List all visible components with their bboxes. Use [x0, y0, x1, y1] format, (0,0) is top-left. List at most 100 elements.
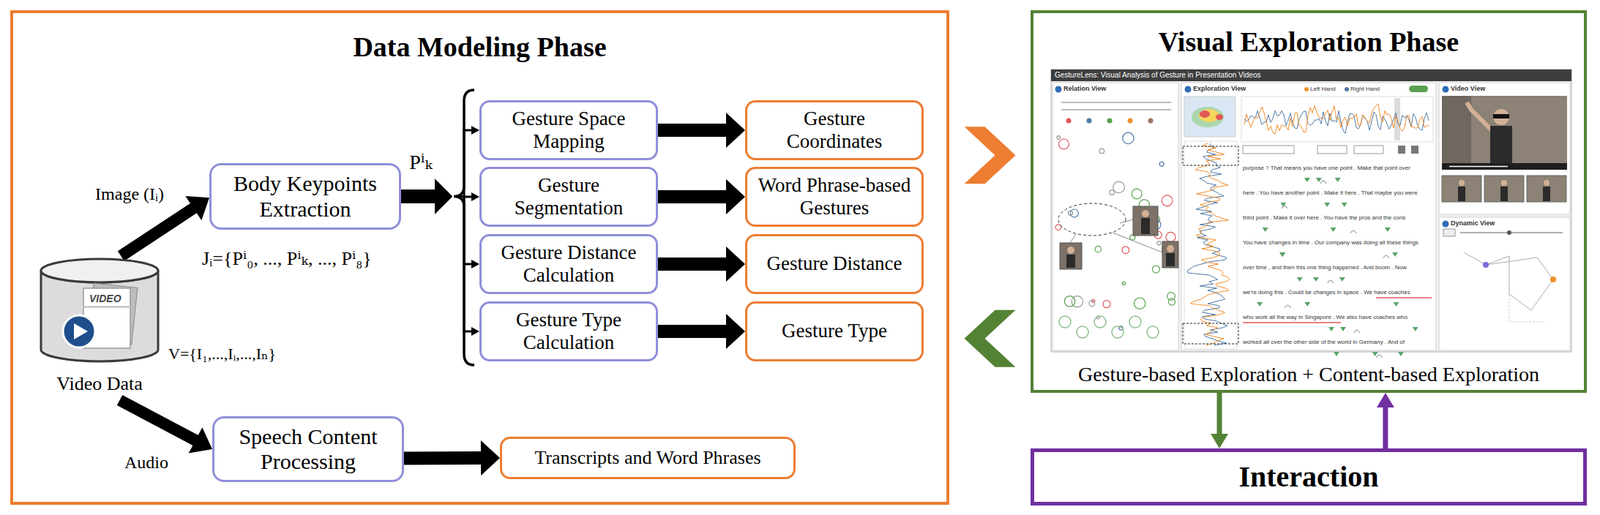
transcript-line: third point . Make it over here . You ha…	[1242, 215, 1406, 222]
video-thumbnail	[1526, 175, 1567, 203]
gesture-marker	[1412, 327, 1419, 332]
gesture-glyph	[1094, 316, 1106, 328]
block-arrow	[658, 313, 746, 350]
scatter-glyph	[1152, 265, 1160, 274]
trajectory-line	[1509, 294, 1545, 323]
person-head	[1141, 210, 1150, 218]
video-thumbnail	[1484, 175, 1524, 203]
play-triangle	[73, 323, 88, 340]
block-arrow	[1210, 393, 1229, 449]
person-arm	[1466, 102, 1494, 132]
progress-line	[1449, 166, 1508, 168]
slider-thumb	[1507, 230, 1512, 235]
person-head	[1166, 245, 1175, 253]
view-panel	[1438, 217, 1570, 351]
person-head	[1067, 246, 1075, 254]
video-controls	[1441, 163, 1568, 170]
view-title: Dynamic View	[1450, 220, 1495, 228]
hand-icon	[1281, 205, 1288, 209]
legend-label: Right Hand	[1350, 86, 1380, 93]
scatter-glyph	[1064, 296, 1075, 307]
transcript-line: here . You have another point . Make it …	[1242, 190, 1418, 197]
type-dot	[1107, 118, 1113, 124]
gesture-marker	[1304, 302, 1311, 307]
scatter-glyph	[1070, 209, 1079, 218]
output-box: Gesture Distance	[745, 234, 924, 295]
gesture-glyph	[1059, 316, 1071, 328]
scatter-glyph	[1099, 148, 1105, 154]
hand-icon	[1284, 305, 1291, 309]
focus-box	[1182, 146, 1239, 166]
box-label: Gesture Distance	[766, 252, 902, 276]
video-thumbnail	[1059, 243, 1082, 270]
trajectory-line	[1463, 252, 1554, 311]
box-label: Gesture Type Calculation	[488, 308, 649, 355]
box-label: Gesture Coordinates	[754, 107, 915, 153]
heatmap	[1184, 96, 1236, 137]
flow-arrow	[658, 313, 746, 350]
phrase-underline	[1242, 322, 1341, 324]
gesture-glyph	[1129, 316, 1142, 328]
link-line	[1119, 219, 1134, 224]
process-box: Speech Content Processing	[212, 416, 405, 483]
scatter-glyph	[1103, 300, 1111, 309]
gesture-glyph	[1146, 326, 1159, 339]
scatter-glyph	[1165, 232, 1176, 242]
flow-arrow	[401, 179, 480, 337]
transcript-line: You have changes in time . Our company w…	[1242, 240, 1419, 247]
gesture-marker	[1304, 177, 1311, 183]
search-box	[1242, 145, 1295, 154]
slider-track	[1061, 101, 1172, 104]
person-body	[1458, 186, 1466, 202]
gesture-marker	[1313, 277, 1319, 282]
database-cylinder: Video Data	[36, 256, 163, 401]
transcript-line: worked all over the other side of the wo…	[1242, 339, 1405, 347]
slider-track	[1061, 109, 1172, 111]
person-body	[1542, 186, 1551, 202]
gesture-marker	[1324, 202, 1330, 208]
timeline-strip	[1184, 141, 1237, 350]
output-box: Transcripts and Word Phrases	[499, 436, 796, 480]
view-title: Exploration View	[1193, 85, 1246, 93]
arrow-head	[471, 259, 480, 269]
person-body	[1141, 218, 1150, 235]
cylinder-body	[40, 270, 159, 362]
chevron-arrow	[964, 126, 1016, 184]
process-box: Gesture Distance Calculation	[479, 234, 659, 295]
flow-arrow	[1376, 393, 1395, 449]
process-box: Body Keypoints Extraction	[209, 163, 402, 230]
interaction-box: Interaction	[1030, 448, 1587, 506]
scatter-glyph	[1134, 297, 1146, 309]
process-box: Gesture Segmentation	[479, 166, 659, 227]
gesture-marker	[1340, 327, 1347, 332]
gesture-glyph	[1111, 326, 1124, 339]
block-arrow	[404, 440, 500, 476]
scatter-glyph	[1131, 188, 1142, 200]
output-box: Gesture Type	[745, 301, 924, 362]
panel-title: Data Modeling Phase	[13, 31, 947, 64]
gesture-marker	[1279, 252, 1286, 257]
box-label: Gesture Type	[781, 319, 888, 343]
video-thumbnail	[1133, 206, 1158, 236]
formula-label: V={I₁,...,Iᵢ,...,Iₙ}	[168, 345, 276, 364]
phase-panel: Video DataBody Keypoints ExtractionGestu…	[10, 10, 950, 506]
phase-panel: Visual Exploration PhaseGesture-based Ex…	[1030, 10, 1587, 394]
motion-series	[1190, 143, 1229, 346]
input-box	[1317, 145, 1347, 154]
flow-arrow	[404, 440, 500, 476]
gesture-marker	[1392, 252, 1398, 257]
hand-icon	[1376, 354, 1383, 358]
arrow-head	[471, 125, 480, 135]
heat-blob	[1215, 114, 1224, 121]
video-thumbnail	[1162, 241, 1179, 268]
scatter-glyph	[1159, 161, 1164, 167]
view-badge	[1442, 86, 1450, 93]
gesture-marker	[1262, 227, 1269, 233]
process-box: Gesture Type Calculation	[479, 301, 659, 362]
person-body	[1066, 254, 1076, 268]
type-dot	[1127, 118, 1134, 124]
scatter-glyph	[1113, 181, 1125, 194]
gesture-marker	[1339, 277, 1346, 282]
formula-label: Jᵢ={Pⁱ₀, ..., Pⁱₖ, ..., Pⁱ₈}	[202, 248, 372, 271]
